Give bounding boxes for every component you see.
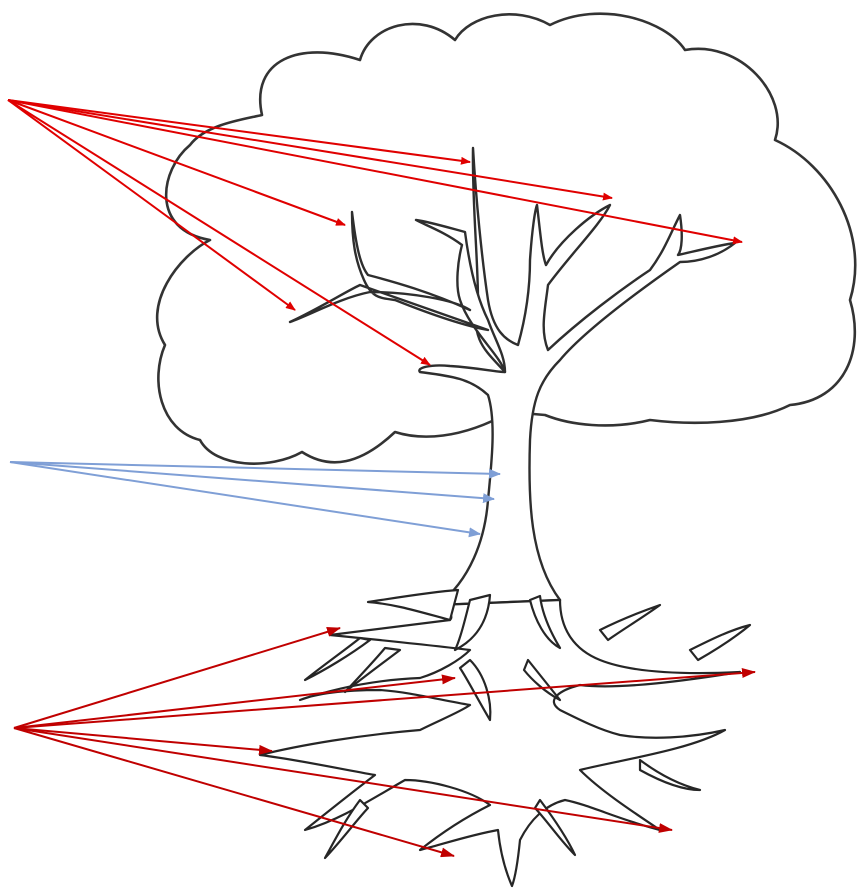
branch-arrow — [7, 99, 431, 366]
root-lower-center-fork — [533, 798, 577, 857]
root-arrow — [13, 667, 756, 729]
root-right-fork-c — [638, 758, 702, 792]
branch-arrow — [7, 99, 613, 201]
trunk-arrow — [9, 461, 495, 504]
root-arrow — [13, 727, 455, 858]
branch-arrow — [7, 99, 471, 165]
trunk-shape — [418, 146, 737, 607]
left-branch-lower — [288, 210, 490, 332]
roots — [258, 588, 752, 888]
trunk-arrow — [9, 461, 501, 479]
root-left-fork-c — [303, 636, 372, 682]
root-center-stub-right — [528, 594, 562, 650]
root-arrow — [13, 727, 673, 833]
trunk-arrows — [9, 461, 501, 538]
branch-arrow — [7, 99, 296, 311]
root-lower-left-fork — [323, 798, 370, 860]
trunk-arrow — [9, 461, 481, 538]
root-arrows — [13, 627, 756, 858]
branch-arrow — [7, 99, 743, 245]
root-arrow — [13, 727, 273, 755]
left-branch-upper — [414, 218, 507, 374]
root-mass — [258, 598, 742, 888]
root-left-fork-b — [343, 646, 402, 694]
branch-arrow — [7, 99, 346, 226]
root-inner-right — [522, 658, 562, 702]
branch-arrows — [7, 99, 743, 366]
root-arrow — [13, 627, 341, 729]
canopy-outline — [155, 12, 857, 465]
root-inner-left — [458, 658, 492, 722]
root-center-stub-left — [453, 593, 492, 652]
root-arrow — [13, 674, 456, 729]
root-left-fork-a — [366, 588, 460, 622]
root-right-fork-b — [688, 623, 752, 662]
root-right-fork-a — [598, 603, 662, 642]
